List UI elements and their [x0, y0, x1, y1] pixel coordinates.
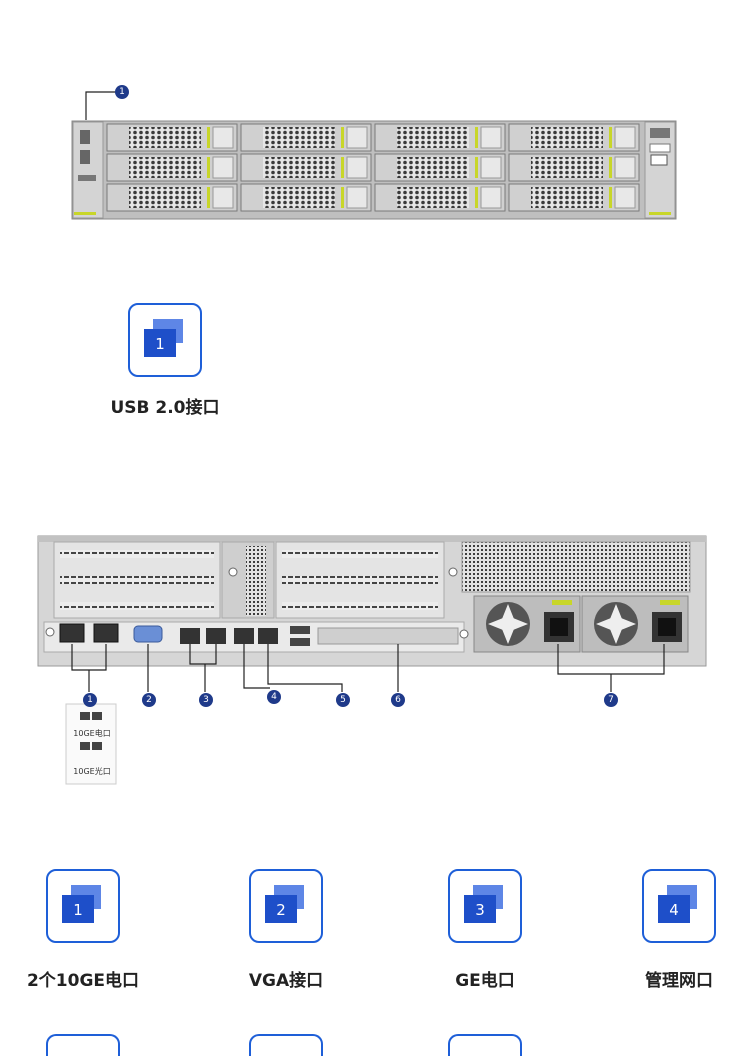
ge-port-icon-tile: 3 — [448, 869, 522, 943]
stack-icon-front — [464, 895, 496, 923]
rear-callout-marker-3 — [199, 693, 213, 707]
drive-bay — [106, 123, 238, 152]
10ge-port-label: 2个10GE电口 — [26, 971, 140, 991]
psu-left — [473, 595, 581, 653]
stack-icon-front — [658, 895, 690, 923]
drive-bay — [240, 153, 372, 182]
drive-bay — [374, 183, 506, 212]
rear-callout-number-5: 5 — [340, 695, 346, 705]
vga-icon-tile: 2 — [249, 869, 323, 943]
rear-callout-marker-7 — [604, 693, 618, 707]
drive-bay — [508, 183, 640, 212]
inset-label-10ge-optical: 10GE光口 — [73, 767, 111, 776]
stack-icon-front — [62, 895, 94, 923]
drive-bay — [106, 153, 238, 182]
inset-label-10ge-copper: 10GE电口 — [73, 729, 111, 738]
rear-callout-number-1: 1 — [87, 695, 93, 705]
drive-bay — [106, 183, 238, 212]
front-callout-number-1: 1 — [119, 87, 125, 97]
rear-callout-number-3: 3 — [203, 695, 209, 705]
mgmt-port-label: 管理网口 — [645, 971, 713, 991]
rear-callout-number-2: 2 — [146, 695, 152, 705]
stack-icon-front — [265, 895, 297, 923]
tile-number: 2 — [276, 901, 286, 919]
server-rear-panel — [37, 535, 707, 785]
tile-number: 4 — [669, 901, 679, 919]
mgmt-port-icon-tile: 4 — [642, 869, 716, 943]
drive-bay — [240, 123, 372, 152]
tile-number: 1 — [155, 335, 165, 353]
vga-label: VGA接口 — [248, 971, 324, 991]
next-row-tile-1 — [46, 1034, 120, 1056]
next-row-tile-3 — [448, 1034, 522, 1056]
ge-port-label: GE电口 — [455, 971, 515, 991]
usb-icon-tile: 1 — [128, 303, 202, 377]
rear-callout-number-6: 6 — [395, 695, 401, 705]
rear-callout-marker-4 — [267, 690, 281, 704]
server-front-panel — [71, 91, 677, 220]
usb-label: USB 2.0接口 — [110, 398, 220, 418]
next-row-tile-2 — [249, 1034, 323, 1056]
rear-callout-marker-1 — [83, 693, 97, 707]
tile-number: 1 — [73, 901, 83, 919]
psu-right — [581, 595, 689, 653]
rear-callout-marker-6 — [391, 693, 405, 707]
tile-number: 3 — [475, 901, 485, 919]
rear-callout-number-7: 7 — [608, 695, 614, 705]
rear-callout-marker-5 — [336, 693, 350, 707]
drive-bay — [374, 153, 506, 182]
front-callout-marker-1 — [115, 85, 129, 99]
stack-icon-front — [144, 329, 176, 357]
rear-callout-marker-2 — [142, 693, 156, 707]
drive-bay — [240, 183, 372, 212]
rear-callout-number-4: 4 — [271, 692, 277, 702]
drive-bay — [508, 123, 640, 152]
drive-bay — [374, 123, 506, 152]
10ge-port-icon-tile: 1 — [46, 869, 120, 943]
drive-bay — [508, 153, 640, 182]
